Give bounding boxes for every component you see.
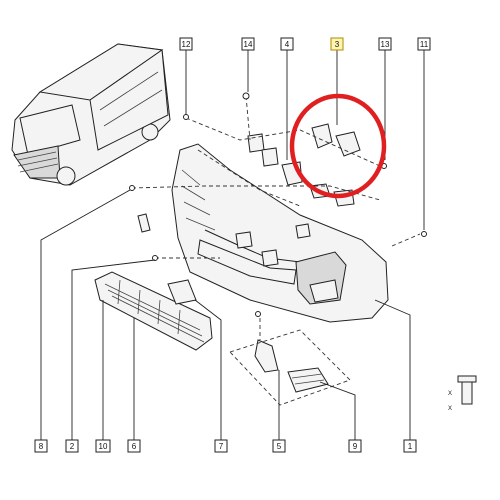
- callouts-bottom: 8 2 10 6 7 5 9 1: [34, 439, 417, 453]
- svg-text:3: 3: [335, 40, 340, 49]
- screw-icon: [242, 92, 250, 100]
- callout-4[interactable]: 4: [280, 37, 294, 51]
- fog-lamp-trims: [229, 329, 351, 406]
- svg-text:6: 6: [132, 442, 137, 451]
- assembly-lines: [131, 95, 421, 340]
- screw-icon: [255, 311, 261, 317]
- lower-grille: [94, 271, 213, 351]
- svg-text:2: 2: [70, 442, 75, 451]
- grille-bracket: [167, 279, 197, 305]
- side-clip: [137, 213, 151, 233]
- callouts-top: 12 14 4 3 13 11: [179, 37, 431, 51]
- callout-14[interactable]: 14: [241, 37, 255, 51]
- screw-icon: [129, 185, 135, 191]
- fastener-detail: X X: [448, 375, 477, 412]
- callout-1[interactable]: 1: [403, 439, 417, 453]
- callout-13[interactable]: 13: [378, 37, 392, 51]
- callout-11[interactable]: 11: [417, 37, 431, 51]
- fastener-x-label-2: X: [448, 406, 452, 412]
- callout-9[interactable]: 9: [348, 439, 362, 453]
- callout-3[interactable]: 3: [330, 37, 344, 51]
- front-bumper: [171, 143, 389, 323]
- svg-text:8: 8: [39, 442, 44, 451]
- highlight-ring: [289, 93, 387, 199]
- leader-lines: [40, 50, 425, 440]
- callout-8[interactable]: 8: [34, 439, 48, 453]
- fastener-x-label: X: [448, 391, 452, 397]
- svg-text:4: 4: [285, 40, 290, 49]
- svg-text:10: 10: [99, 442, 108, 451]
- callout-10[interactable]: 10: [95, 439, 111, 453]
- callout-5[interactable]: 5: [272, 439, 286, 453]
- svg-text:5: 5: [277, 442, 282, 451]
- callout-2[interactable]: 2: [65, 439, 79, 453]
- van-illustration: [11, 43, 171, 186]
- screw-icon: [152, 255, 158, 261]
- fasteners: [129, 92, 427, 317]
- callout-7[interactable]: 7: [214, 439, 228, 453]
- svg-text:13: 13: [381, 40, 390, 49]
- svg-text:7: 7: [219, 442, 224, 451]
- screw-icon: [183, 114, 189, 120]
- svg-text:9: 9: [353, 442, 358, 451]
- svg-text:1: 1: [408, 442, 413, 451]
- svg-text:14: 14: [244, 40, 253, 49]
- callout-12[interactable]: 12: [179, 37, 193, 51]
- svg-text:11: 11: [420, 40, 429, 49]
- svg-text:12: 12: [182, 40, 191, 49]
- screw-icon: [421, 231, 427, 237]
- callout-6[interactable]: 6: [127, 439, 141, 453]
